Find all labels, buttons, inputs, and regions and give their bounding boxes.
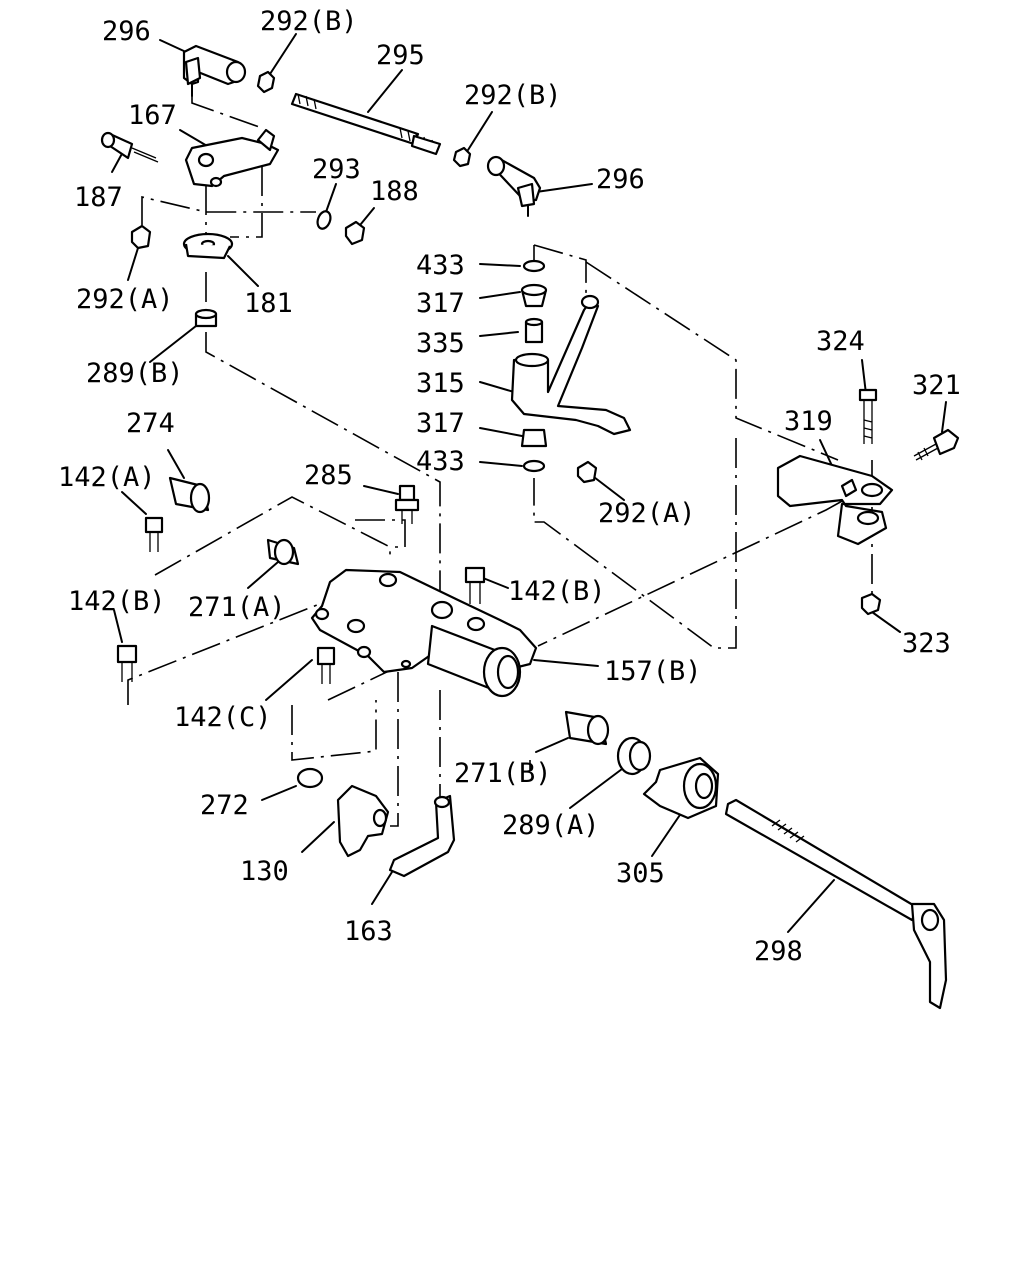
part-292B-nut-lower bbox=[452, 146, 472, 168]
label-292B: 292(B) bbox=[464, 80, 562, 111]
part-335-sleeve bbox=[524, 317, 544, 344]
label-142C: 142(C) bbox=[174, 702, 272, 733]
label-317: 317 bbox=[416, 408, 465, 439]
part-142C-stud bbox=[316, 646, 336, 684]
part-289B-bushing bbox=[194, 308, 218, 328]
label-296: 296 bbox=[596, 164, 645, 195]
part-433-oring-lower bbox=[522, 459, 546, 473]
label-323: 323 bbox=[902, 628, 951, 659]
label-274: 274 bbox=[126, 408, 175, 439]
label-289A: 289(A) bbox=[502, 810, 600, 841]
label-188: 188 bbox=[370, 176, 419, 207]
part-296-lower bbox=[486, 155, 542, 217]
label-324: 324 bbox=[816, 326, 865, 357]
part-181-washer bbox=[182, 232, 234, 260]
label-130: 130 bbox=[240, 856, 289, 887]
part-305-housing bbox=[642, 756, 720, 820]
part-293-washer bbox=[316, 210, 332, 230]
label-285: 285 bbox=[304, 460, 353, 491]
label-167: 167 bbox=[128, 100, 177, 131]
part-292B-nut-upper bbox=[256, 70, 276, 94]
part-296-upper bbox=[182, 44, 247, 97]
part-298-shaft bbox=[724, 798, 948, 1010]
part-142A-bolt bbox=[144, 516, 164, 552]
label-187: 187 bbox=[74, 182, 123, 213]
label-292A: 292(A) bbox=[76, 284, 174, 315]
label-292A: 292(A) bbox=[598, 498, 696, 529]
label-305: 305 bbox=[616, 858, 665, 889]
part-319-bracket bbox=[776, 454, 894, 546]
part-285-stud bbox=[394, 484, 420, 524]
part-289A-seal bbox=[616, 736, 652, 776]
part-187-pin bbox=[100, 131, 159, 163]
part-317-collar-lower bbox=[520, 428, 548, 448]
part-323-nut bbox=[860, 592, 882, 616]
label-142B: 142(B) bbox=[508, 576, 606, 607]
label-271B: 271(B) bbox=[454, 758, 552, 789]
label-142A: 142(A) bbox=[58, 462, 156, 493]
leader-lines bbox=[111, 33, 947, 933]
part-157B-housing bbox=[310, 568, 538, 698]
part-271B-bushing bbox=[564, 710, 610, 746]
part-188-nut bbox=[344, 220, 366, 246]
part-163-lever bbox=[388, 794, 456, 878]
part-315-lever bbox=[510, 294, 632, 436]
part-292A-nut-right bbox=[576, 460, 598, 484]
label-298: 298 bbox=[754, 936, 803, 967]
label-271A: 271(A) bbox=[188, 592, 286, 623]
part-272-ring bbox=[296, 767, 324, 789]
part-167-bracket bbox=[184, 128, 280, 188]
label-157B: 157(B) bbox=[604, 656, 702, 687]
part-295-rod bbox=[290, 92, 442, 156]
label-433: 433 bbox=[416, 446, 465, 477]
label-296: 296 bbox=[102, 16, 151, 47]
label-335: 335 bbox=[416, 328, 465, 359]
part-321-bolt bbox=[913, 428, 960, 461]
label-142B: 142(B) bbox=[68, 586, 166, 617]
label-321: 321 bbox=[912, 370, 961, 401]
label-181: 181 bbox=[244, 288, 293, 319]
part-433-oring-upper bbox=[522, 259, 546, 273]
part-142B-bolt-mid bbox=[464, 566, 486, 604]
label-272: 272 bbox=[200, 790, 249, 821]
label-315: 315 bbox=[416, 368, 465, 399]
part-292A-nut-left bbox=[130, 224, 152, 250]
label-295: 295 bbox=[376, 40, 425, 71]
part-271A-bushing bbox=[266, 538, 300, 566]
part-142B-bolt-left bbox=[116, 644, 138, 682]
label-163: 163 bbox=[344, 916, 393, 947]
part-130-yoke bbox=[336, 784, 390, 858]
alignment-lines bbox=[127, 96, 873, 827]
label-289B: 289(B) bbox=[86, 358, 184, 389]
label-317: 317 bbox=[416, 288, 465, 319]
part-317-collar-upper bbox=[520, 283, 548, 308]
part-324-bolt bbox=[858, 388, 878, 444]
part-274-bushing bbox=[168, 476, 211, 514]
label-292B: 292(B) bbox=[260, 6, 358, 37]
label-319: 319 bbox=[784, 406, 833, 437]
label-433: 433 bbox=[416, 250, 465, 281]
label-293: 293 bbox=[312, 154, 361, 185]
callout-labels: 296 292(B) 295 292(B) 167 296 187 293 18… bbox=[58, 6, 961, 967]
